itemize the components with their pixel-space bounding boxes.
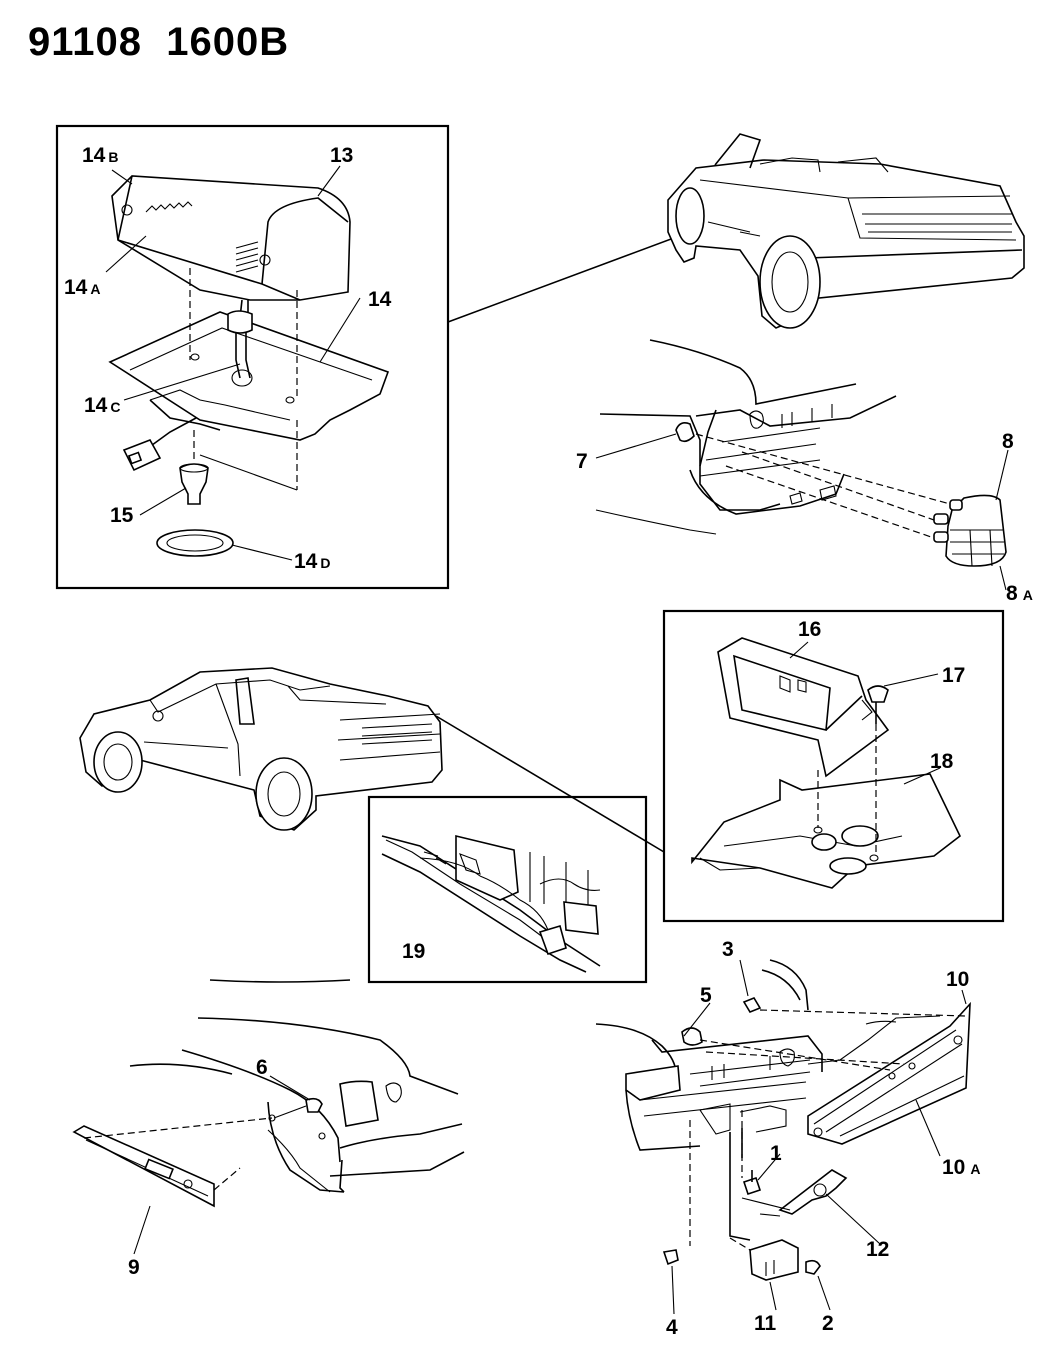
callout-19: 19 <box>402 940 425 963</box>
lamp-housing <box>111 175 351 301</box>
callout-12: 12 <box>866 1238 889 1261</box>
inset-convertible-lamp <box>55 124 450 590</box>
callout-17: 17 <box>942 664 965 687</box>
callout-1: 1 <box>770 1142 782 1165</box>
callout-18: 18 <box>930 750 954 773</box>
inset-box-2 <box>662 609 1005 923</box>
callout-9: 9 <box>128 1256 140 1279</box>
callout-11: 11 <box>754 1312 777 1335</box>
header-code-a: 91108 <box>28 20 143 64</box>
leader-lines <box>105 165 1009 1315</box>
inset-box-1 <box>55 124 450 590</box>
callout-6: 6 <box>256 1056 268 1079</box>
callout-8: 8 <box>1002 430 1014 453</box>
callout-14: 14 <box>368 288 392 311</box>
rear-left-marker <box>72 979 465 1208</box>
callout-15: 15 <box>110 504 134 527</box>
callout-5: 5 <box>700 984 712 1007</box>
callout-4: 4 <box>666 1316 678 1339</box>
header-code-b: 1600B <box>166 20 290 64</box>
coupe-car <box>79 667 443 831</box>
inset-wiring <box>367 795 648 984</box>
callout-7: 7 <box>576 450 588 473</box>
diagram-header: 91108 1600B <box>28 20 289 65</box>
inset-box-3 <box>367 795 648 984</box>
inset-coupe-lamp <box>662 609 1005 923</box>
callout-3: 3 <box>722 938 734 961</box>
rear-right-assembly <box>595 959 971 1281</box>
convertible-car <box>667 133 1025 329</box>
callout-16: 16 <box>798 618 821 641</box>
grommet-plug <box>179 463 209 505</box>
rear-corner-lamp <box>595 339 1007 567</box>
callout-2: 2 <box>822 1312 834 1335</box>
callout-13: 13 <box>330 144 353 167</box>
callout-10: 10 <box>946 968 969 991</box>
